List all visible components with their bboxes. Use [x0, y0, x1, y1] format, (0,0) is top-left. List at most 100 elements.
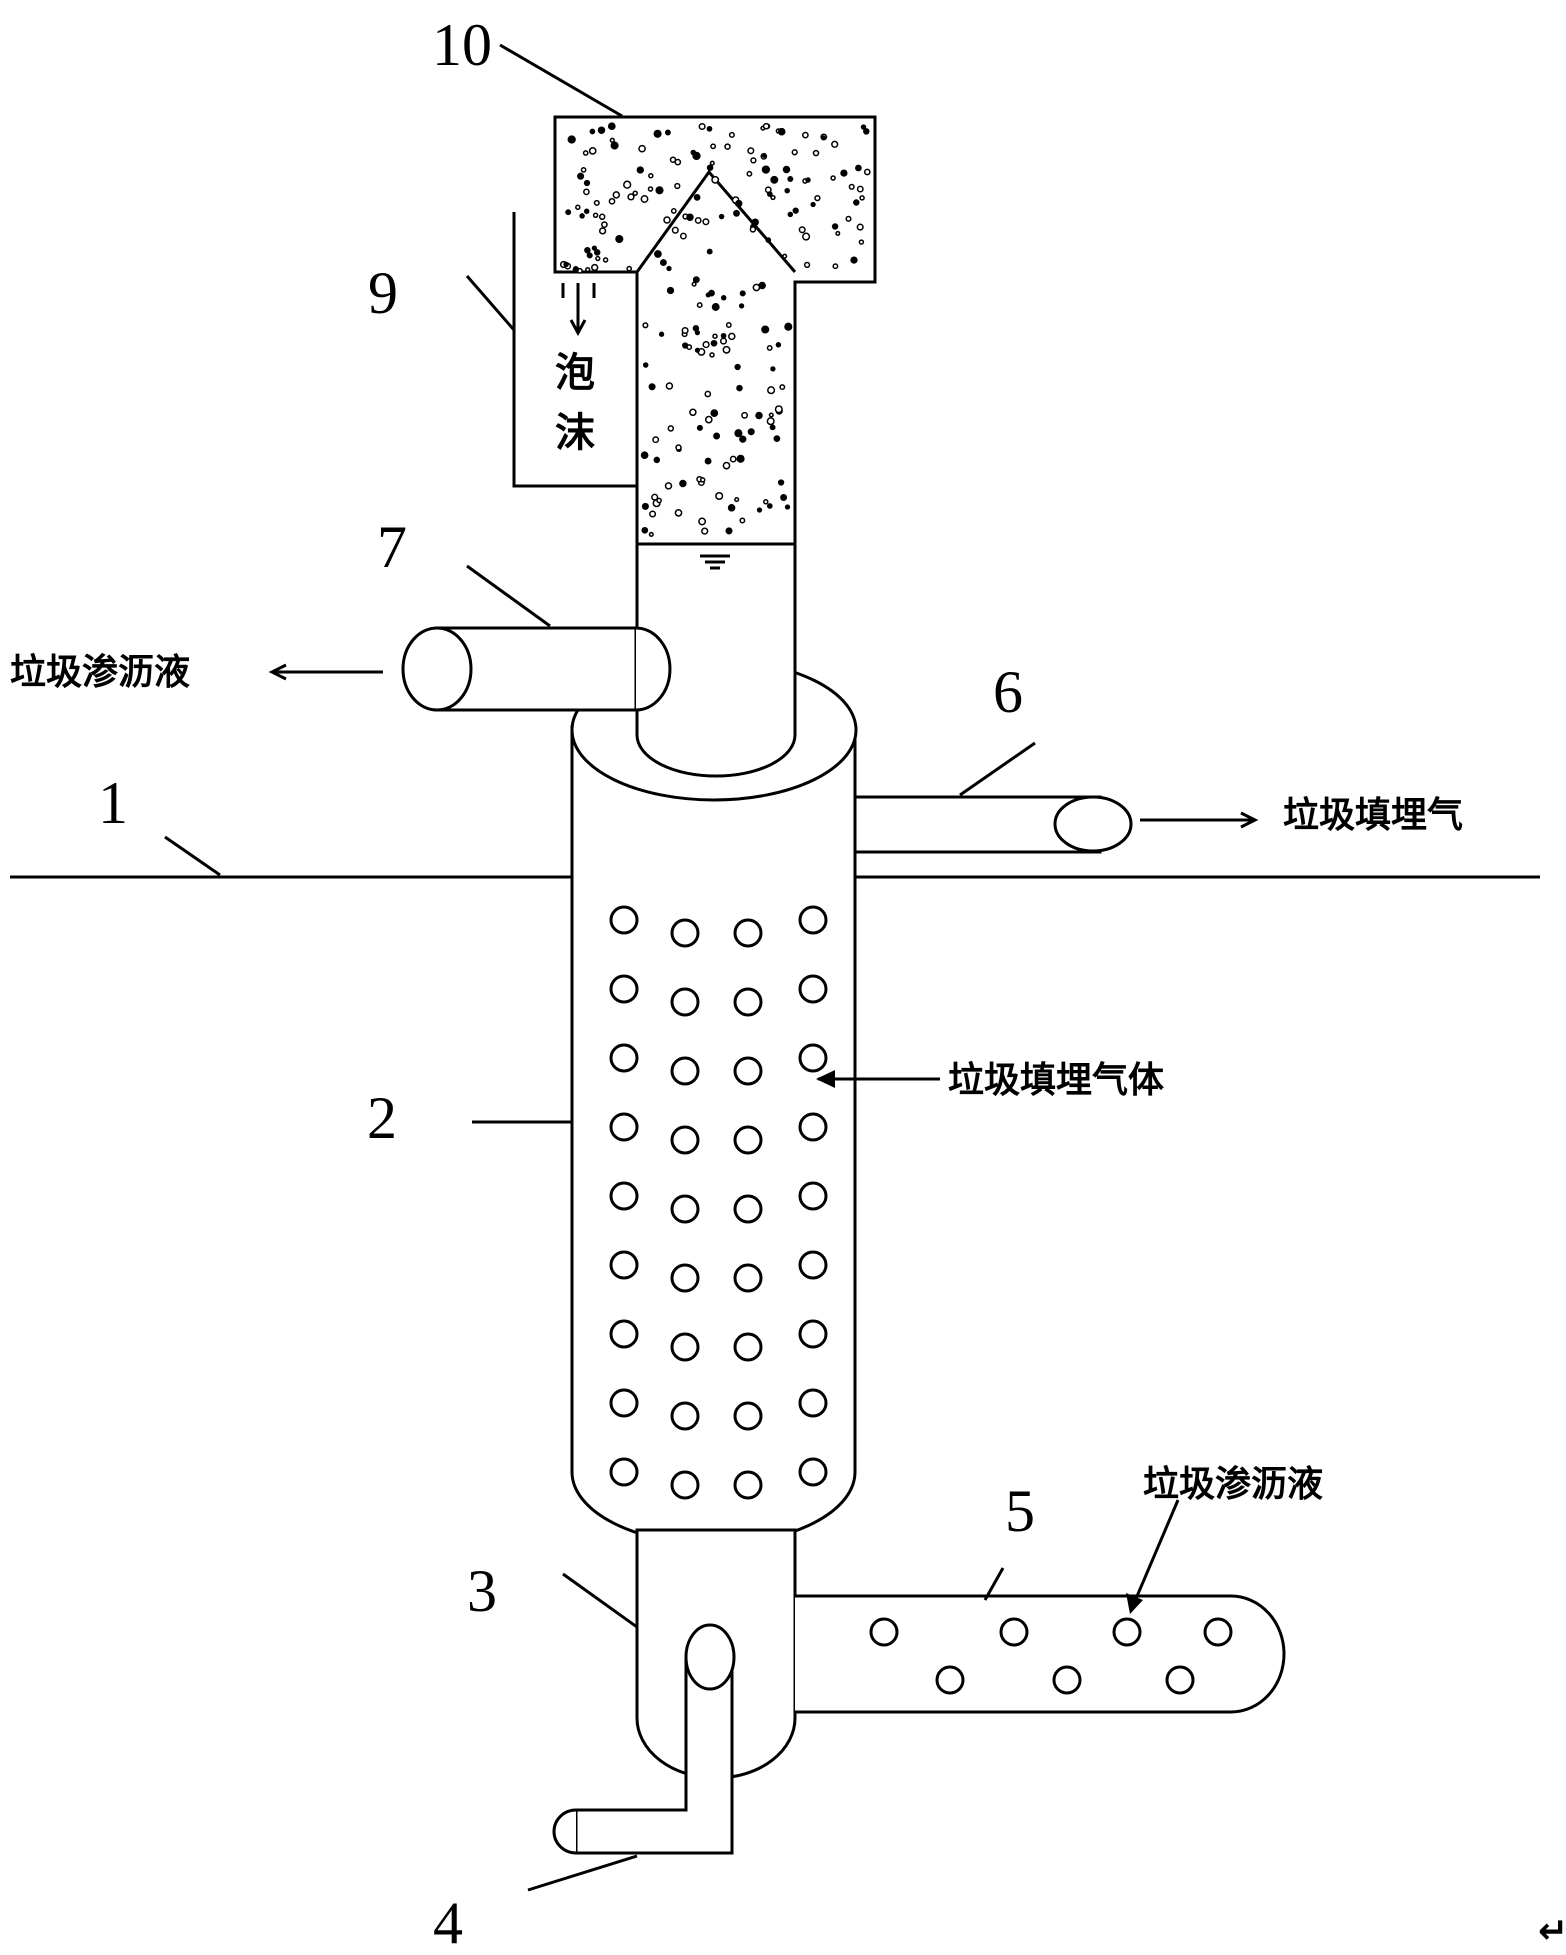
perforation-hole: [733, 1470, 763, 1500]
foam-particle: [648, 531, 654, 537]
foam-particle: [710, 409, 719, 417]
inner-riser-pipe: [635, 542, 797, 778]
foam-particle: [567, 135, 576, 144]
foam-particle: [777, 127, 786, 136]
perforation-hole: [670, 918, 700, 948]
foam-particle: [666, 286, 675, 295]
landfill-gas-inlet-label: 垃圾填埋气体: [948, 1060, 1164, 1101]
foam-particle: [728, 332, 736, 341]
foam-particle: [736, 454, 745, 463]
perforation-hole: [670, 1401, 700, 1431]
foam-particle: [669, 156, 677, 163]
leader-lines: [164, 43, 1036, 1892]
foam-particle: [592, 212, 599, 219]
collection-pipe-holes: [869, 1617, 1233, 1695]
foam-particle: [792, 207, 799, 214]
foam-particle: [598, 227, 607, 235]
foam-particle: [667, 425, 675, 432]
foam-particle: [648, 172, 654, 179]
perforation-hole: [609, 1319, 639, 1349]
foam-particle: [860, 124, 867, 130]
perforation-hole: [733, 1332, 763, 1362]
foam-particle: [831, 223, 839, 230]
perforation-hole: [733, 1056, 763, 1086]
foam-particle: [766, 191, 773, 197]
collection-pipe-hole: [1203, 1617, 1233, 1647]
foam-particle: [649, 510, 657, 518]
foam-particle: [586, 252, 593, 259]
foam-particle: [724, 143, 731, 150]
leachate-outlet-label: 垃圾渗沥液: [10, 652, 190, 693]
foam-particle: [636, 166, 644, 174]
foam-particle: [718, 213, 725, 220]
foam-particle: [583, 188, 590, 196]
foam-particle: [632, 190, 638, 196]
foam-particle: [686, 213, 694, 221]
foam-particle: [713, 432, 721, 440]
perforation-hole: [609, 1388, 639, 1418]
foam-particle: [593, 249, 601, 256]
foam-particle: [832, 263, 839, 270]
perforation-holes: [609, 905, 828, 1500]
foam-particle: [780, 494, 788, 501]
foam-particle: [787, 176, 794, 182]
landfill-gas-outlet-label: 垃圾填埋气: [1283, 795, 1463, 836]
foam-particle: [814, 194, 821, 202]
foam-particle: [641, 526, 649, 534]
foam-particle: [722, 345, 731, 354]
collection-pipe-hole: [1052, 1665, 1082, 1695]
foam-particle: [855, 164, 862, 172]
perforation-hole: [609, 1457, 639, 1487]
foam-particle: [704, 457, 712, 465]
foam-particle: [638, 144, 646, 153]
foam-particle: [607, 122, 616, 131]
foam-particle: [704, 415, 713, 424]
foam-particle: [563, 261, 569, 268]
perforation-hole: [733, 1194, 763, 1224]
foam-particle: [766, 417, 775, 426]
foam-particle: [845, 215, 852, 222]
collection-pipe-hole: [1112, 1617, 1142, 1647]
foam-particle: [858, 239, 865, 245]
foam-particle: [665, 382, 674, 390]
foam-particle: [736, 384, 743, 392]
foam-particle: [642, 362, 649, 368]
foam-particle: [711, 303, 720, 311]
foam-particle: [706, 248, 713, 255]
perforation-hole: [670, 1470, 700, 1500]
foam-particle: [641, 502, 649, 510]
foam-particle: [782, 165, 791, 174]
foam-particle: [741, 411, 749, 419]
perforation-hole: [609, 1181, 639, 1211]
foam-particle: [706, 125, 713, 132]
foam-particle: [784, 187, 790, 194]
foam-particle: [802, 131, 809, 139]
perforation-hole: [609, 1250, 639, 1280]
foam-particle: [761, 325, 770, 334]
foam-particle: [761, 165, 771, 174]
label-2: 2: [367, 1085, 397, 1151]
foam-particle: [577, 172, 585, 180]
foam-particle: [593, 199, 600, 206]
foam-particle: [640, 451, 649, 460]
foam-particle: [666, 265, 672, 272]
foam-particle: [602, 257, 609, 263]
perforation-hole: [798, 1319, 828, 1349]
perforation-hole: [798, 974, 828, 1004]
foam-particle: [708, 289, 715, 297]
foam-particle: [848, 183, 855, 190]
foam-particle: [863, 128, 870, 135]
foam-particle: [734, 363, 741, 371]
foam-particle: [773, 435, 781, 442]
foam-particle: [670, 207, 677, 214]
foam-particle: [706, 164, 714, 171]
label-5: 5: [1005, 1478, 1035, 1544]
foam-particle: [653, 456, 661, 464]
foam-particle: [595, 255, 601, 262]
foam-particle: [725, 322, 732, 328]
foam-particle: [671, 226, 679, 234]
perforation-hole: [670, 1332, 700, 1362]
foam-particle: [820, 135, 826, 141]
foam-particle: [597, 126, 606, 134]
